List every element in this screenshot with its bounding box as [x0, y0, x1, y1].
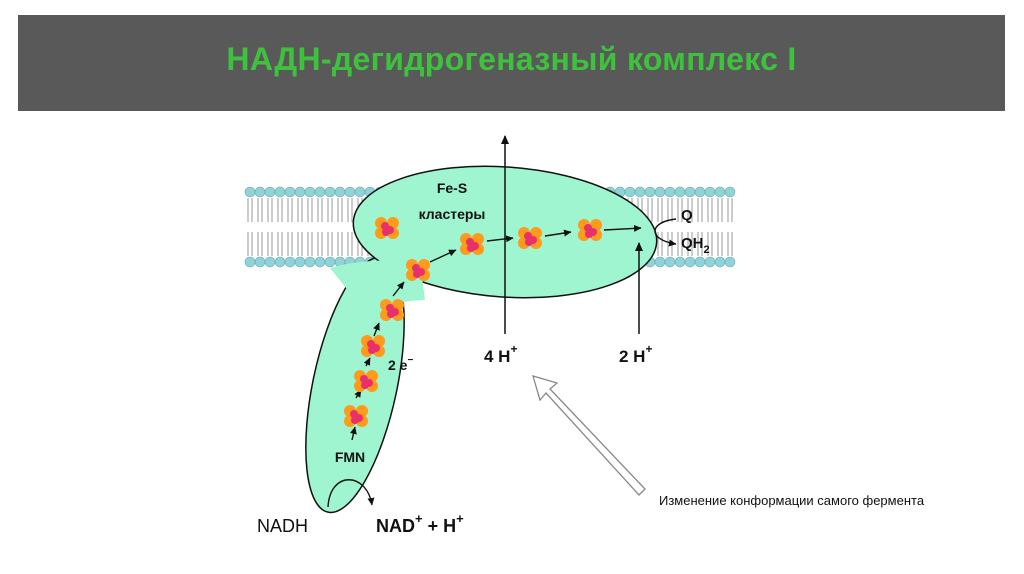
fe-s-cluster: [518, 227, 542, 249]
electrons-label: 2 e−: [388, 355, 413, 373]
lipid-head: [694, 186, 706, 198]
proton-2h-label: 2 H+: [619, 342, 652, 366]
nadh-oxidation-arrow: [327, 479, 375, 508]
lipid-head: [634, 186, 646, 198]
lipid-head: [254, 256, 266, 268]
lipid-head: [664, 256, 676, 268]
lipid-head: [644, 186, 656, 198]
nad-label: NAD+ + H+: [376, 511, 464, 536]
fe-s-cluster: [354, 370, 378, 392]
fmn-label: FMN: [335, 449, 365, 465]
lipid-head: [704, 186, 716, 198]
lipid-head: [334, 186, 346, 198]
lipid-head: [294, 256, 306, 268]
proton-4h-label: 4 H+: [484, 342, 517, 366]
fe-s-cluster: [344, 405, 368, 427]
fe-s-cluster: [578, 219, 602, 241]
fe-s-cluster: [460, 233, 484, 255]
lipid-head: [274, 186, 286, 198]
lipid-head: [724, 186, 736, 198]
lipid-head: [244, 186, 256, 198]
slide-title: НАДН-дегидрогеназный комплекс I: [226, 41, 797, 77]
lipid-head: [324, 256, 336, 268]
lipid-head: [674, 256, 686, 268]
lipid-head: [714, 186, 726, 198]
lipid-head: [284, 186, 296, 198]
lipid-head: [724, 256, 736, 268]
lipid-head: [264, 256, 276, 268]
lipid-head: [254, 186, 266, 198]
lipid-head: [674, 186, 686, 198]
lipid-head: [714, 256, 726, 268]
clusters-label: кластеры: [419, 206, 486, 222]
lipid-head: [354, 186, 366, 198]
nadh-label: NADH: [257, 516, 308, 536]
lipid-head: [624, 186, 636, 198]
lipid-head: [684, 186, 696, 198]
q-label: Q: [681, 207, 693, 224]
lipid-head: [314, 256, 326, 268]
lipid-head: [344, 186, 356, 198]
lipid-head: [304, 256, 316, 268]
conformation-caption: Изменение конформации самого фермента: [659, 493, 925, 508]
q-reduction-arrow: [654, 218, 677, 247]
fe-s-cluster: [375, 217, 399, 239]
lipid-head: [264, 186, 276, 198]
lipid-head: [664, 186, 676, 198]
lipid-head: [284, 256, 296, 268]
fe-s-cluster: [406, 259, 430, 281]
lipid-head: [324, 186, 336, 198]
lipid-head: [304, 186, 316, 198]
fe-s-label: Fe-S: [437, 180, 467, 196]
qh2-label: QH2: [681, 235, 710, 256]
title-bar: НАДН-дегидрогеназный комплекс I: [18, 15, 1005, 111]
fe-s-cluster: [380, 299, 404, 321]
lipid-head: [244, 256, 256, 268]
lipid-head: [654, 186, 666, 198]
lipid-head: [314, 186, 326, 198]
lipid-head: [694, 256, 706, 268]
lipid-head: [704, 256, 716, 268]
fe-s-clusters: [344, 217, 602, 427]
lipid-head: [684, 256, 696, 268]
conformation-arrow: [532, 375, 646, 496]
fe-s-cluster: [361, 335, 385, 357]
lipid-head: [274, 256, 286, 268]
lipid-head: [294, 186, 306, 198]
lipid-head: [654, 256, 666, 268]
